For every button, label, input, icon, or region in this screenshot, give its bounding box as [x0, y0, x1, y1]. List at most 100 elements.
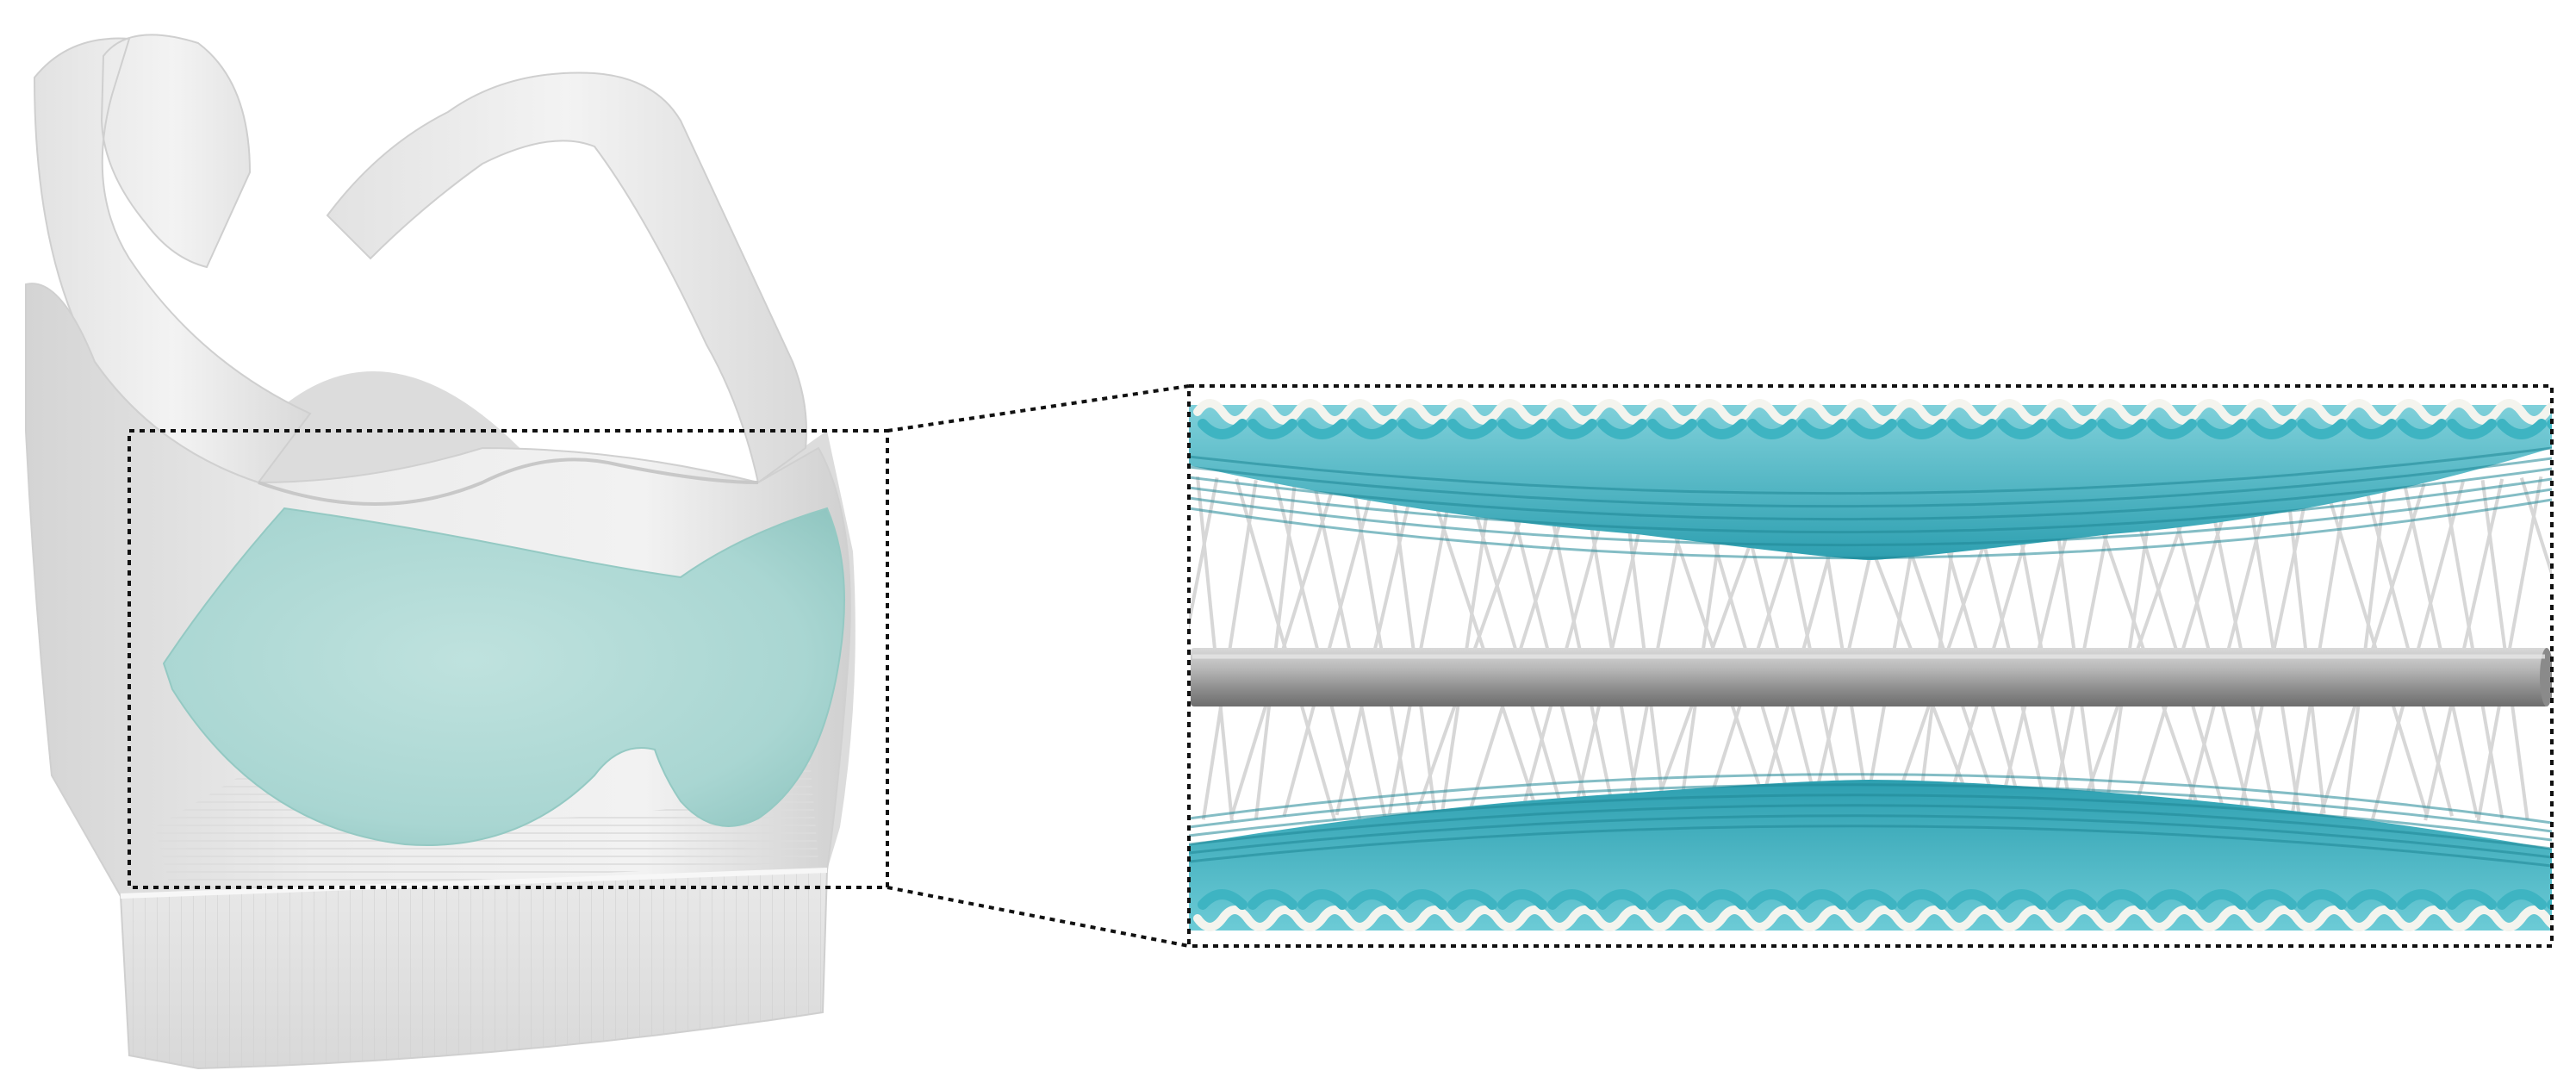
top-loop-white	[1343, 399, 1402, 425]
bottom-loop-white	[2243, 906, 2301, 931]
top-loop-teal	[2347, 419, 2397, 439]
top-layer-row	[1189, 477, 2552, 534]
top-loop-white	[2442, 399, 2501, 425]
bottom-loop-white	[1993, 906, 2051, 931]
top-loop-teal	[1547, 419, 1597, 439]
spacer-fabric-detail	[1189, 386, 2552, 946]
top-layer-row	[1189, 488, 2552, 547]
bottom-loop-teal	[2247, 889, 2297, 910]
spacer-yarn	[1189, 477, 1219, 632]
top-loop-teal	[1447, 419, 1497, 439]
top-loop-white	[1243, 399, 1302, 425]
bottom-layer-row	[1189, 794, 2552, 842]
bottom-loop-white	[1193, 906, 1252, 931]
bottom-loop-white	[1243, 906, 1302, 931]
top-loop-white	[2093, 399, 2151, 425]
bottom-layer-row	[1189, 804, 2552, 850]
bottom-loop-teal	[2347, 889, 2397, 910]
garment-underband-seam	[120, 868, 828, 899]
top-loop-teal	[1198, 419, 1248, 439]
top-layer-row	[1189, 457, 2552, 508]
top-loop-white	[2193, 399, 2251, 425]
sports-bra-illustration	[25, 34, 856, 1070]
top-layer-row	[1189, 446, 2552, 495]
top-loop-teal	[1497, 419, 1547, 439]
top-loop-white	[2243, 399, 2301, 425]
bottom-loop-white	[1843, 906, 1901, 931]
top-loop-teal	[1747, 419, 1797, 439]
top-layer-rows	[1189, 446, 2552, 560]
garment-strap-left	[33, 34, 312, 484]
top-loop-white	[1943, 399, 2001, 425]
top-loop-white	[1293, 399, 1352, 425]
bottom-loop-white	[1643, 906, 1702, 931]
bottom-loop-teal	[2397, 889, 2447, 910]
bottom-loop-teal	[1297, 889, 1347, 910]
bottom-loop-teal	[2547, 897, 2552, 910]
top-loop-white	[2293, 399, 2351, 425]
top-loop-white	[1443, 399, 1502, 425]
zoom-source-box	[128, 429, 889, 889]
top-loop-white	[1743, 399, 1801, 425]
bottom-loop-white	[1943, 906, 2001, 931]
bottom-loop-white	[2392, 906, 2451, 931]
garment-cup-panel	[162, 507, 845, 846]
bottom-loop-white	[1543, 906, 1602, 931]
top-loop-white	[1393, 399, 1452, 425]
top-loop-teal	[1847, 419, 1897, 439]
bottom-loop-white	[2293, 906, 2351, 931]
top-loop-white	[1543, 399, 1602, 425]
top-loop-white	[1193, 399, 1252, 425]
top-layer-loops	[1193, 399, 2552, 439]
bottom-loop-white	[2093, 906, 2151, 931]
bottom-loop-teal	[1497, 889, 1547, 910]
bottom-loop-white	[1293, 906, 1352, 931]
top-loop-teal	[1797, 419, 1847, 439]
bottom-loop-white	[2043, 906, 2101, 931]
top-loop-white	[2143, 399, 2201, 425]
top-loop-teal	[1397, 419, 1447, 439]
bottom-loop-teal	[1847, 889, 1897, 910]
spacer-yarn	[2519, 476, 2552, 580]
top-loop-teal	[1597, 419, 1647, 439]
top-loop-white	[2392, 399, 2451, 425]
top-loop-white	[1793, 399, 1851, 425]
top-loop-teal	[1647, 419, 1697, 439]
bottom-layer-row	[1189, 783, 2552, 833]
central-rod	[1191, 648, 2552, 706]
top-loop-teal	[1297, 419, 1347, 439]
top-loop-teal	[2097, 419, 2147, 439]
top-loop-white	[1643, 399, 1702, 425]
top-loop-teal	[2247, 419, 2297, 439]
bottom-layer-row	[1189, 825, 2552, 868]
garment-strap-right	[326, 72, 807, 484]
top-loop-teal	[2447, 419, 2497, 439]
top-knit-layer	[1189, 399, 2552, 560]
top-loop-teal	[2397, 419, 2447, 439]
bottom-loop-white	[1743, 906, 1801, 931]
top-loop-white	[1893, 399, 1951, 425]
bottom-loop-teal	[2047, 889, 2097, 910]
top-loop-white	[1493, 399, 1552, 425]
bottom-loop-white	[1393, 906, 1452, 931]
bottom-loop-teal	[1897, 889, 1947, 910]
bottom-loop-teal	[1997, 889, 2047, 910]
top-layer-row	[1189, 498, 2552, 560]
bottom-loop-white	[2442, 906, 2501, 931]
bottom-loop-white	[2492, 906, 2551, 931]
bottom-loop-white	[1343, 906, 1402, 931]
bottom-loop-teal	[1597, 889, 1647, 910]
bottom-loop-white	[2143, 906, 2201, 931]
top-loop-teal	[2047, 419, 2097, 439]
top-loop-white	[2343, 399, 2401, 425]
zoom-connector-bottom	[887, 886, 1190, 948]
top-loop-white	[1843, 399, 1901, 425]
top-loop-teal	[2497, 419, 2547, 439]
top-loop-white	[1593, 399, 1652, 425]
bottom-loop-white	[1493, 906, 1552, 931]
bottom-loop-teal	[2197, 889, 2247, 910]
top-layer-row	[1189, 467, 2552, 521]
bottom-loop-teal	[2297, 889, 2347, 910]
bottom-loop-teal	[1547, 889, 1597, 910]
